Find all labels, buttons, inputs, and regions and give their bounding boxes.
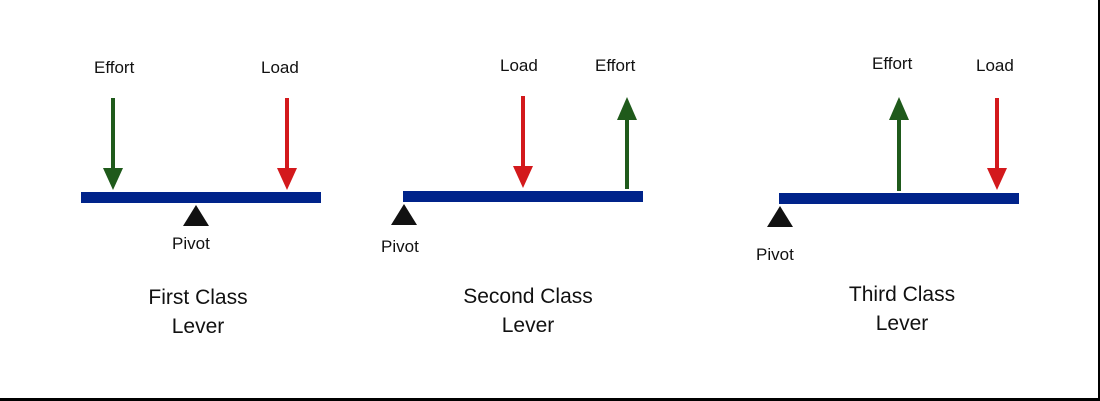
pivot-triangle bbox=[391, 204, 417, 225]
lever-caption: First Class Lever bbox=[148, 283, 247, 341]
effort-label: Effort bbox=[94, 58, 135, 77]
lever-beam bbox=[403, 191, 643, 202]
load-arrow-down bbox=[513, 96, 533, 188]
caption-line: Lever bbox=[501, 314, 555, 337]
second-class-lever bbox=[391, 96, 643, 225]
pivot-triangle bbox=[183, 205, 209, 226]
lever-beam bbox=[779, 193, 1019, 204]
effort-arrow-up bbox=[617, 97, 637, 189]
caption-line: Lever bbox=[171, 315, 225, 338]
load-label: Load bbox=[261, 58, 299, 77]
effort-arrow-up bbox=[889, 97, 909, 191]
caption-line: Second Class bbox=[463, 285, 593, 308]
caption-line: Lever bbox=[875, 312, 929, 335]
lever-caption: Second Class Lever bbox=[463, 282, 593, 340]
lever-caption: Third Class Lever bbox=[849, 280, 955, 338]
effort-arrow-down bbox=[103, 98, 123, 190]
caption-line: First Class bbox=[148, 286, 248, 309]
load-arrow-down bbox=[987, 98, 1007, 190]
lever-beam bbox=[81, 192, 321, 203]
pivot-label: Pivot bbox=[172, 234, 210, 253]
effort-label: Effort bbox=[872, 54, 913, 73]
pivot-label: Pivot bbox=[381, 237, 419, 256]
load-label: Load bbox=[500, 56, 538, 75]
third-class-lever bbox=[767, 97, 1019, 227]
effort-label: Effort bbox=[595, 56, 636, 75]
load-label: Load bbox=[976, 56, 1014, 75]
pivot-label: Pivot bbox=[756, 245, 794, 264]
first-class-lever bbox=[81, 98, 321, 226]
load-arrow-down bbox=[277, 98, 297, 190]
caption-line: Third Class bbox=[848, 283, 956, 306]
pivot-triangle bbox=[767, 206, 793, 227]
